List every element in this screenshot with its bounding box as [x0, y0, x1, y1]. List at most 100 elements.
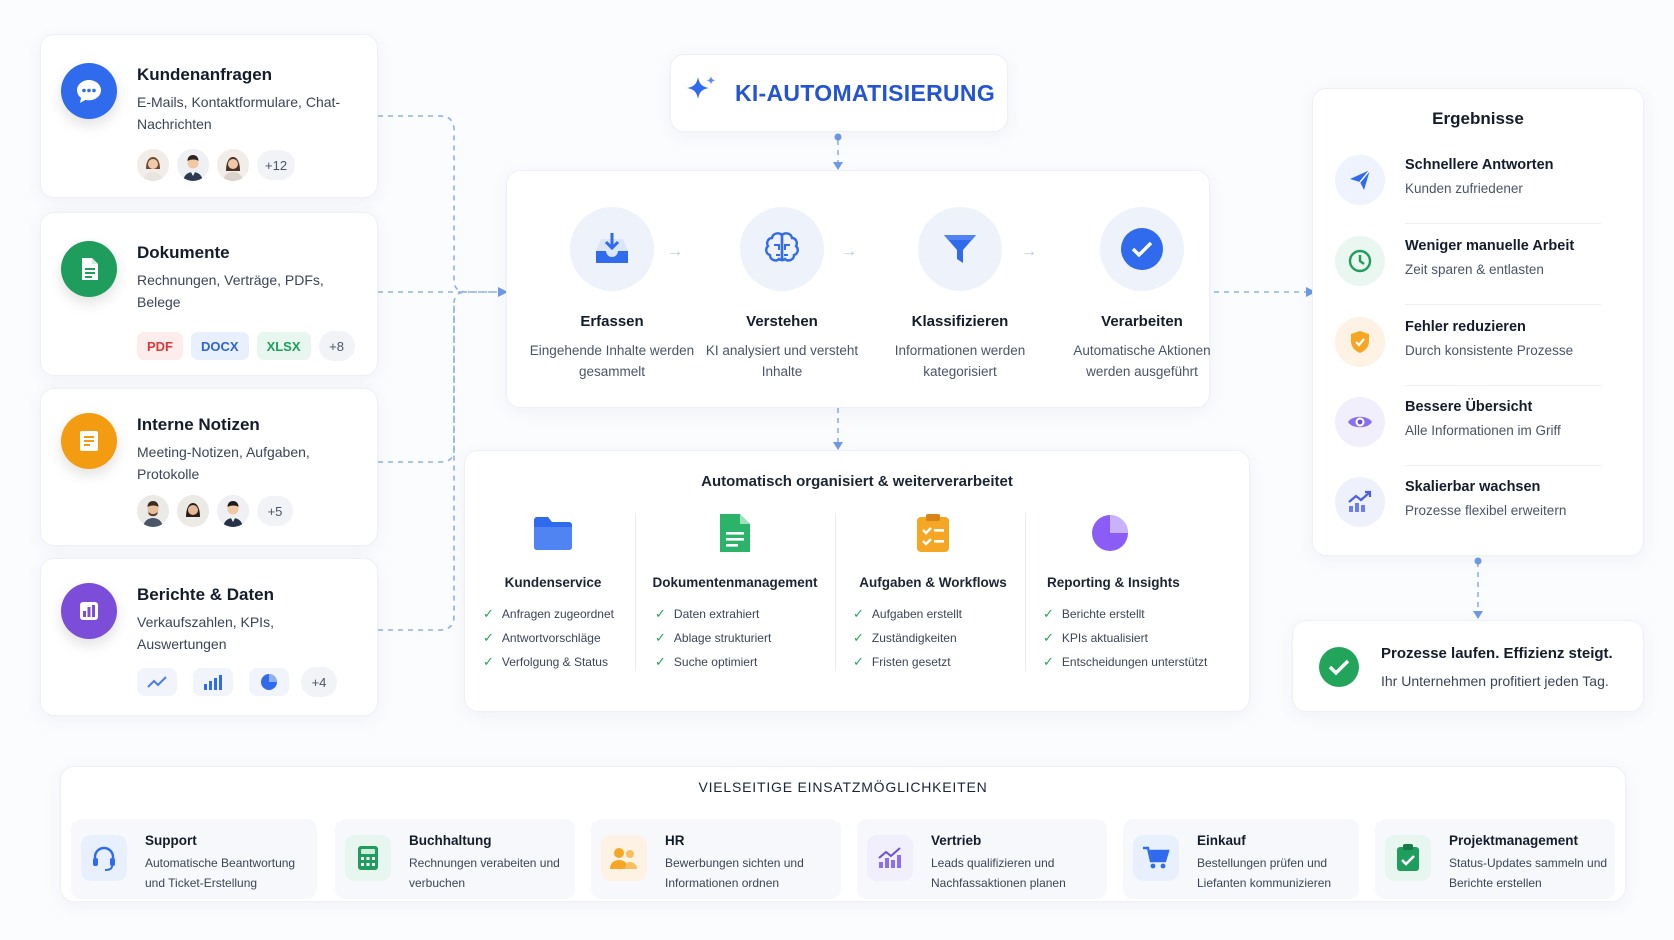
- use-case-hr[interactable]: HR Bewerbungen sichten und Informationen…: [591, 819, 841, 899]
- column-title: Dokumentenmanagement: [652, 575, 818, 590]
- step-verstehen[interactable]: Verstehen KI analysiert und versteht Inh…: [697, 207, 867, 382]
- source-card-interne-notizen[interactable]: Interne Notizen Meeting-Notizen, Aufgabe…: [40, 388, 378, 546]
- check-item: ✓KPIs aktualisiert: [1043, 630, 1148, 645]
- file-type-tags: PDF DOCX XLSX +8: [137, 331, 355, 361]
- divider: [835, 513, 836, 671]
- column-dokumentenmanagement[interactable]: Dokumentenmanagement ✓Daten extrahiert ✓…: [645, 511, 825, 691]
- source-card-berichte-daten[interactable]: Berichte & Daten Verkaufszahlen, KPIs, A…: [40, 558, 378, 716]
- check-icon: ✓: [1043, 654, 1054, 669]
- source-title: Berichte & Daten: [137, 585, 274, 604]
- results-card: Ergebnisse Schnellere Antworten Kunden z…: [1312, 88, 1644, 556]
- headset-icon: [81, 835, 127, 881]
- result-title: Weniger manuelle Arbeit: [1405, 238, 1575, 254]
- use-cases-title: VIELSEITIGE EINSATZMÖGLICHKEITEN: [698, 779, 988, 795]
- use-case-description: Bestellungen prüfen und Liefanten kommun…: [1197, 856, 1332, 890]
- use-case-einkauf[interactable]: Einkauf Bestellungen prüfen und Liefante…: [1123, 819, 1359, 899]
- result-subtitle: Prozesse flexibel erweitern: [1405, 503, 1567, 518]
- source-card-kundenanfragen[interactable]: Kundenanfragen E-Mails, Kontaktformulare…: [40, 34, 378, 198]
- clipboard-check-icon: [1385, 835, 1431, 881]
- use-case-support[interactable]: Support Automatische Beantwortung und Ti…: [71, 819, 317, 899]
- step-erfassen[interactable]: Erfassen Eingehende Inhalte werden gesam…: [527, 207, 697, 382]
- check-icon: ✓: [483, 606, 494, 621]
- shield-icon: [1335, 317, 1385, 367]
- source-description: Rechnungen, Verträge, PDFs, Belege: [137, 272, 324, 310]
- more-count-badge: +4: [301, 667, 337, 697]
- clock-icon: [1335, 236, 1385, 286]
- sparkle-icon: [683, 73, 719, 114]
- more-count-badge: +12: [257, 150, 296, 180]
- use-case-description: Leads qualifizieren und Nachfassaktionen…: [931, 856, 1066, 890]
- use-case-buchhaltung[interactable]: Buchhaltung Rechnungen verabeiten und ve…: [335, 819, 575, 899]
- check-item: ✓Suche optimiert: [655, 654, 758, 669]
- column-title: Kundenservice: [504, 575, 602, 590]
- result-weniger-manuelle-arbeit[interactable]: Weniger manuelle Arbeit Zeit sparen & en…: [1335, 234, 1605, 294]
- check-icon: ✓: [483, 630, 494, 645]
- inbox-download-icon: [570, 207, 654, 291]
- column-kundenservice[interactable]: Kundenservice ✓Anfragen zugeordnet ✓Antw…: [473, 511, 633, 691]
- check-circle-icon: [1100, 207, 1184, 291]
- check-item: ✓Entscheidungen unterstützt: [1043, 654, 1208, 669]
- column-reporting-insights[interactable]: Reporting & Insights ✓Berichte erstellt …: [1033, 511, 1243, 691]
- step-description: KI analysiert und versteht Inhalte: [705, 343, 859, 379]
- organized-title: Automatisch organisiert & weiterverarbei…: [701, 473, 1013, 490]
- arrow-right-icon: →: [667, 243, 683, 260]
- check-item: ✓Antwortvorschläge: [483, 630, 601, 645]
- step-title: Klassifizieren: [911, 313, 1009, 330]
- step-title: Erfassen: [580, 313, 644, 330]
- check-list: ✓Aufgaben erstellt ✓Zuständigkeiten ✓Fri…: [843, 602, 1023, 674]
- result-skalierbar-wachsen[interactable]: Skalierbar wachsen Prozesse flexibel erw…: [1335, 475, 1605, 535]
- divider: [1025, 513, 1026, 671]
- column-aufgaben-workflows[interactable]: Aufgaben & Workflows ✓Aufgaben erstellt …: [843, 511, 1023, 691]
- source-description: Verkaufszahlen, KPIs, Auswertungen: [137, 614, 274, 652]
- status-card: Prozesse laufen. Effizienz steigt. Ihr U…: [1292, 620, 1644, 712]
- document-icon: [61, 241, 117, 297]
- result-schnellere-antworten[interactable]: Schnellere Antworten Kunden zufriedener: [1335, 153, 1605, 213]
- check-icon: ✓: [1043, 606, 1054, 621]
- check-icon: ✓: [853, 606, 864, 621]
- eye-icon: [1335, 397, 1385, 447]
- divider: [1405, 304, 1601, 305]
- divider: [1405, 223, 1601, 224]
- result-subtitle: Durch konsistente Prozesse: [1405, 343, 1574, 358]
- result-fehler-reduzieren[interactable]: Fehler reduzieren Durch konsistente Proz…: [1335, 315, 1605, 375]
- organized-card: Automatisch organisiert & weiterverarbei…: [464, 450, 1250, 712]
- more-count-badge: +8: [318, 331, 355, 361]
- step-title: Verarbeiten: [1101, 313, 1183, 330]
- step-title: Verstehen: [746, 313, 818, 330]
- check-icon: ✓: [655, 654, 666, 669]
- use-case-vertrieb[interactable]: Vertrieb Leads qualifizieren und Nachfas…: [857, 819, 1107, 899]
- people-icon: [601, 835, 647, 881]
- check-item: ✓Ablage strukturiert: [655, 630, 772, 645]
- avatar: [137, 149, 169, 181]
- step-verarbeiten[interactable]: Verarbeiten Automatische Aktionen werden…: [1057, 207, 1227, 382]
- check-icon: ✓: [1043, 630, 1054, 645]
- check-item: ✓Berichte erstellt: [1043, 606, 1145, 621]
- result-title: Skalierbar wachsen: [1405, 479, 1541, 495]
- status-title: Prozesse laufen. Effizienz steigt.: [1381, 645, 1613, 662]
- bar-chart-icon: [61, 583, 117, 639]
- source-card-dokumente[interactable]: Dokumente Rechnungen, Verträge, PDFs, Be…: [40, 212, 378, 376]
- use-case-description: Status-Updates sammeln und Berichte erst…: [1449, 856, 1608, 890]
- result-bessere-uebersicht[interactable]: Bessere Übersicht Alle Informationen im …: [1335, 395, 1605, 455]
- use-case-title: Vertrieb: [931, 833, 982, 848]
- step-description: Eingehende Inhalte werden gesammelt: [529, 343, 695, 379]
- use-cases-card: VIELSEITIGE EINSATZMÖGLICHKEITEN Support…: [60, 766, 1626, 902]
- clipboard-check-icon: [911, 511, 955, 555]
- header-card: KI-AUTOMATISIERUNG: [670, 54, 1008, 132]
- avatar: [217, 495, 249, 527]
- step-description: Informationen werden kategorisiert: [894, 343, 1026, 379]
- use-case-projektmanagement[interactable]: Projektmanagement Status-Updates sammeln…: [1375, 819, 1615, 899]
- step-klassifizieren[interactable]: Klassifizieren Informationen werden kate…: [875, 207, 1045, 382]
- check-list: ✓Anfragen zugeordnet ✓Antwortvorschläge …: [473, 602, 633, 674]
- report-mini-icons: +4: [137, 667, 337, 697]
- result-title: Schnellere Antworten: [1405, 157, 1554, 173]
- brain-icon: [740, 207, 824, 291]
- check-icon: ✓: [655, 606, 666, 621]
- avatar: [177, 495, 209, 527]
- result-title: Fehler reduzieren: [1405, 319, 1526, 335]
- docx-tag: DOCX: [191, 332, 249, 360]
- step-description: Automatische Aktionen werden ausgeführt: [1073, 343, 1211, 379]
- source-description: Meeting-Notizen, Aufgaben, Protokolle: [137, 444, 310, 482]
- growth-chart-icon: [1335, 477, 1385, 527]
- pdf-tag: PDF: [137, 332, 183, 360]
